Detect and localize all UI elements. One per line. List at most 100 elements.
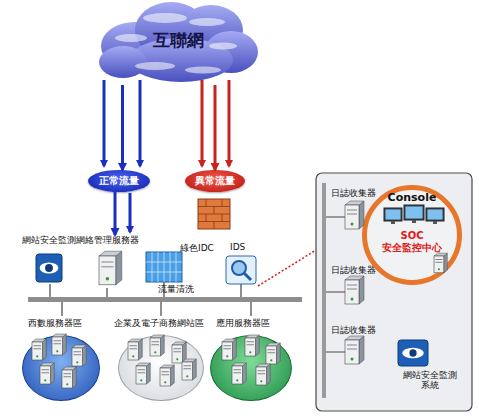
panel-tap [326,291,345,293]
cloud-highlights-part [189,18,225,26]
server-icon-part [226,355,228,357]
server-icon-part [184,368,192,369]
server-icon-part [224,345,232,346]
server-icon-part [34,345,42,346]
server-icon-part [224,348,232,349]
server-icon [52,334,66,355]
server-icon-part [164,381,166,383]
server-icon-part [83,345,87,366]
node-label: 正常流量 [88,175,150,187]
server-icon [128,339,142,360]
server-icon [72,345,86,366]
server-icon-part [345,340,359,364]
server-icon-part [245,335,259,338]
server-icon-part [150,338,161,356]
node-label: IDS [230,242,260,252]
firewall-icon [198,199,230,229]
firewall-bricks [198,199,230,229]
server-icon-part [52,334,66,337]
server-icon-part [234,372,242,373]
node-label: 互聯網 [141,31,215,51]
server-icon-part [128,339,142,342]
screen-icon-part [386,210,401,220]
server-icon-part [435,262,442,263]
server-icon [266,343,280,364]
server-icon-part [247,341,255,342]
server-icon-part [345,205,359,229]
server-icon-part [182,359,196,362]
server-icon-part [359,276,364,304]
server-icon-part [32,339,46,342]
server-icon [32,339,46,360]
screen-icon-part [426,208,444,221]
monitor-icon-part [36,254,62,282]
server-icon-part [64,376,72,377]
ids-icon-part [226,256,256,284]
server-icon [40,363,54,384]
server-icon-part [256,364,270,367]
server-icon-part [347,285,357,286]
server-icon-part [42,372,50,373]
server-icon-part [147,363,151,384]
bus-drop [163,282,165,297]
server-icon [160,365,174,386]
server-icon-part [234,369,242,370]
server-icon-part [150,335,164,338]
server-icon-part [63,334,67,355]
server-icon-part [72,348,83,366]
zone-node: 應用服務器區 [208,318,294,404]
server-icon-part [160,368,171,386]
server-icon-part [351,298,354,301]
server-icon-part [73,367,77,388]
server-icon-part [62,370,73,388]
server-icon-part [138,372,146,373]
ids-icon [226,256,256,284]
server-icon-part [351,358,354,361]
server-icon [136,363,150,384]
server-icon [172,342,186,363]
server-icon [345,201,364,229]
bus-bar [28,297,302,302]
server-icon-part [260,380,262,382]
ids-icon-part [244,273,251,280]
monitor-icon [36,254,62,282]
server-icon [99,251,122,285]
traffic-connector [114,192,117,235]
screen-icon-part [412,220,416,223]
screen-icon-part [406,207,423,219]
node-label: 企業及電子商務網站區 [114,318,208,328]
traffic-connector [214,85,217,170]
server-icon-part [174,351,182,352]
server-icon-part [43,339,47,360]
node-sublabel: SOC 安全監控中心 [379,230,445,253]
server-icon-part [266,343,280,346]
server-icon-part [34,348,42,349]
node-label: 網站安全監測 [22,235,78,245]
monitor-icon [398,340,428,366]
server-icon-part [347,289,357,290]
server-icon-part [193,359,197,380]
cloud-puffs-part [135,2,207,58]
server-icon-part [101,262,113,263]
server-icon-part [256,335,260,356]
traffic-oval: 正常流量 [88,170,150,192]
dotted-leader [258,250,316,286]
server-icon-part [270,359,272,361]
server-icon-part [56,350,58,352]
idc-icon-part [146,252,182,282]
server-icon-part [74,351,82,352]
node-label: 西數服務器區 [28,318,102,328]
cloud-puffs-part [179,5,243,55]
server-icon [222,339,236,360]
screen-icon-part [404,205,424,220]
server-icon-part [233,339,237,360]
server-icon-part [116,251,122,285]
server-icon [62,367,76,388]
node-label: 綠色IDC [180,243,226,253]
screen-icon-part [433,221,437,224]
server-icon [345,276,364,304]
server-icon-part [171,365,175,386]
bus-drop [240,284,242,297]
server-icon-part [267,364,271,385]
